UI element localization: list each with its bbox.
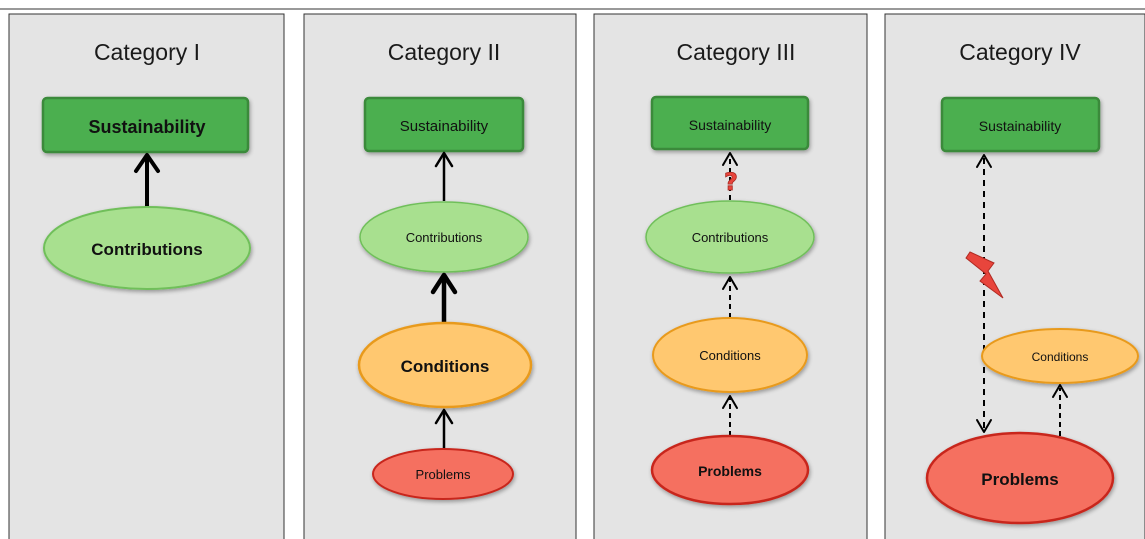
panel-title: Category I <box>94 39 200 65</box>
contributions-label: Contributions <box>91 240 202 259</box>
thick-arrow <box>430 272 458 323</box>
problems-label: Problems <box>698 463 762 479</box>
conditions-ellipse <box>357 321 533 409</box>
svg-text:?: ? <box>724 168 738 196</box>
dashed-arrow <box>722 152 738 200</box>
sustainability-box <box>650 95 810 151</box>
contributions-ellipse <box>359 201 529 273</box>
solid-arrow <box>134 153 160 207</box>
sustainability-box <box>41 96 250 154</box>
sustainability-box <box>940 96 1101 153</box>
conditions-ellipse <box>981 328 1139 384</box>
problems-ellipse <box>650 434 810 506</box>
contributions-ellipse <box>645 200 815 274</box>
panel-title: Category II <box>388 39 501 65</box>
sustainability-label: Sustainability <box>689 117 772 133</box>
conditions-label: Conditions <box>1032 350 1089 364</box>
problems-label: Problems <box>981 470 1058 489</box>
problems-ellipse <box>372 448 514 500</box>
conditions-label: Conditions <box>401 357 490 376</box>
solid-arrow <box>434 408 454 449</box>
panel-title: Category IV <box>959 39 1081 65</box>
solid-arrow <box>434 151 454 201</box>
sustainability-label: Sustainability <box>400 118 489 135</box>
panel-title: Category III <box>677 39 796 65</box>
dashed-arrow <box>722 276 738 318</box>
contributions-label: Contributions <box>406 230 483 245</box>
panel-category-2: Category II Sustainability Contributions… <box>303 13 577 539</box>
sustainability-label: Sustainability <box>88 117 205 137</box>
panel-category-3: Category III Sustainability ? Contributi… <box>593 13 868 539</box>
contributions-ellipse <box>43 206 251 290</box>
dashed-arrow <box>1052 384 1068 436</box>
panel-category-1: Category I Sustainability Contributions <box>8 13 285 539</box>
sustainability-box <box>363 96 525 153</box>
conditions-label: Conditions <box>699 348 761 363</box>
conditions-ellipse <box>652 317 808 393</box>
panel-category-4: Category IV Sustainability Conditions Pr… <box>884 13 1145 539</box>
lightning-bolt-icon <box>965 251 1004 299</box>
question-mark-icon: ? <box>724 168 739 197</box>
problems-label: Problems <box>416 467 471 482</box>
problems-ellipse <box>925 431 1115 525</box>
sustainability-label: Sustainability <box>979 118 1062 134</box>
double-headed-dashed-arrow <box>976 154 992 433</box>
dashed-arrow <box>722 395 738 436</box>
contributions-label: Contributions <box>692 230 769 245</box>
